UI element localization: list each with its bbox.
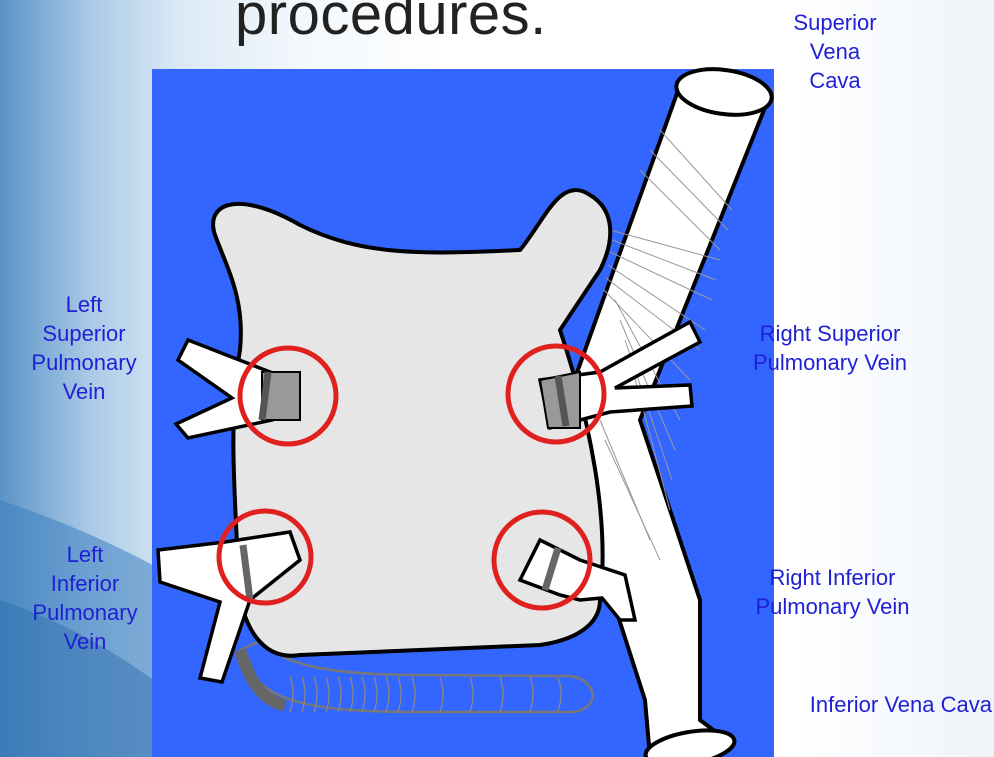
label-left-superior-pulmonary-vein: Left Superior Pulmonary Vein (4, 290, 164, 406)
label-inferior-vena-cava: Inferior Vena Cava (720, 690, 992, 719)
label-right-inferior-pulmonary-vein: Right Inferior Pulmonary Vein (715, 563, 950, 621)
label-right-superior-pulmonary-vein: Right Superior Pulmonary Vein (715, 319, 945, 377)
label-left-inferior-pulmonary-vein: Left Inferior Pulmonary Vein (0, 540, 170, 656)
label-superior-vena-cava: Superior Vena Cava (760, 8, 910, 95)
